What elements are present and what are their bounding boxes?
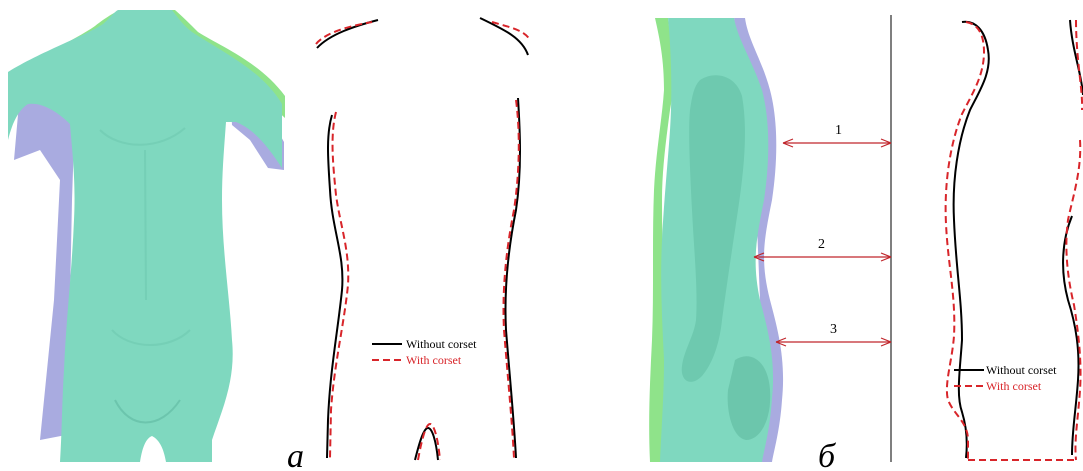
side-legend-without-label: Without corset xyxy=(986,363,1057,377)
measure-arrow-1: 1 xyxy=(783,123,891,147)
front-contour-with-right-shoulder xyxy=(492,22,530,40)
panel-a-letter: a xyxy=(287,438,304,471)
side-contour-with-left xyxy=(946,22,984,460)
front-contour-without-left-side xyxy=(327,115,342,458)
front-contour-without-right-shoulder xyxy=(480,18,528,55)
side-torso-render xyxy=(649,18,783,462)
front-contour-with-left-side xyxy=(330,112,348,458)
panel-b-letter: б xyxy=(818,438,837,471)
side-legend: Without corset With corset xyxy=(954,363,1057,393)
side-contour-plot: Without corset With corset xyxy=(946,20,1083,460)
front-legend: Without corset With corset xyxy=(372,337,477,367)
front-contour-without-right-side xyxy=(505,98,520,458)
front-contour-without-left-shoulder xyxy=(317,20,378,48)
front-contour-plot: Without corset With corset xyxy=(316,18,530,460)
side-contour-with-right xyxy=(1066,20,1082,460)
side-legend-with-label: With corset xyxy=(986,379,1042,393)
measure-label-3: 3 xyxy=(830,322,837,337)
front-torso-render xyxy=(8,10,285,462)
side-contour-without-left xyxy=(954,22,989,458)
front-legend-with-label: With corset xyxy=(406,353,462,367)
measure-label-2: 2 xyxy=(818,237,825,252)
measure-arrow-3: 3 xyxy=(776,322,891,346)
measure-label-1: 1 xyxy=(835,123,842,138)
side-contour-without-right xyxy=(1063,20,1083,455)
front-legend-without-label: Without corset xyxy=(406,337,477,351)
measure-arrow-2: 2 xyxy=(754,237,891,261)
